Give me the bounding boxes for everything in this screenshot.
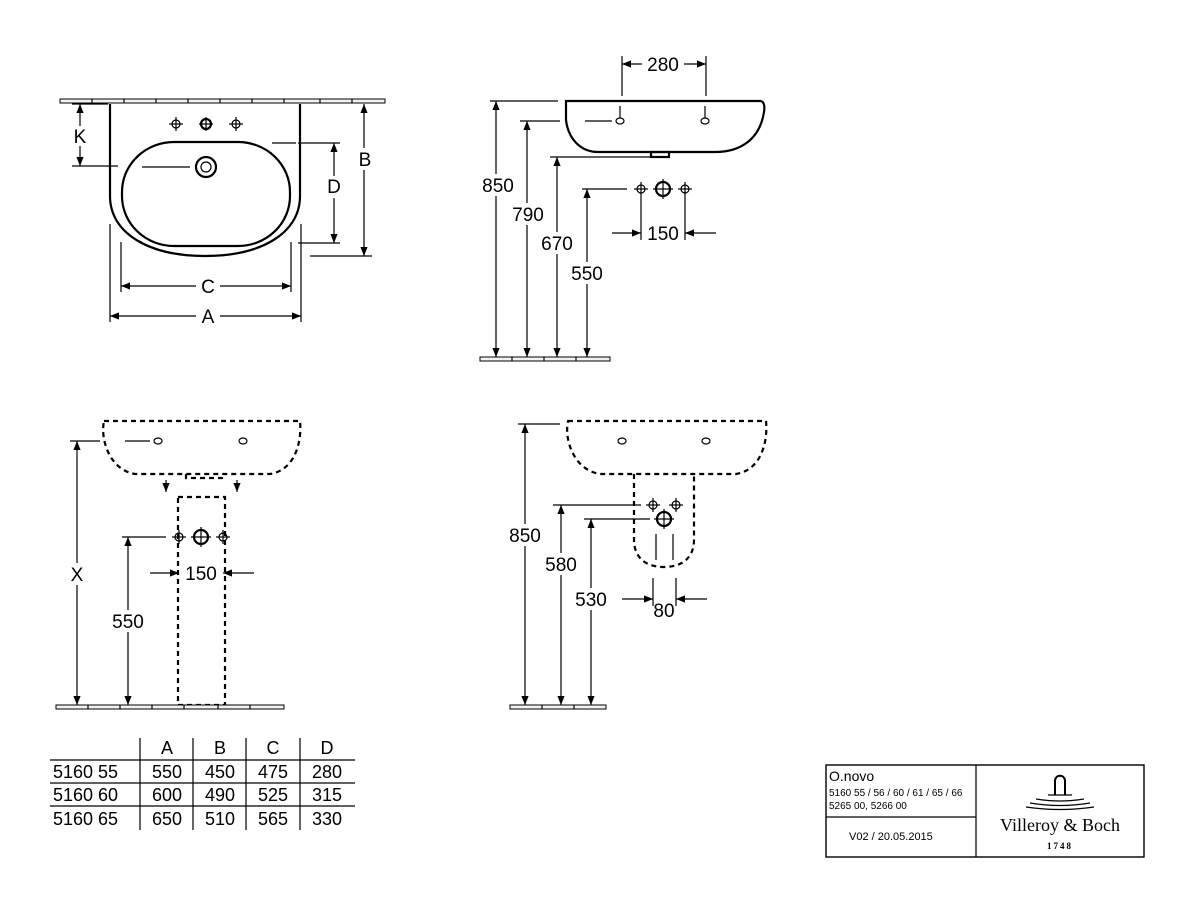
table-cell: 525	[258, 785, 288, 805]
dim-150-label: 150	[647, 224, 679, 245]
overflow-icon	[194, 155, 218, 179]
basin-side-outline	[564, 99, 766, 154]
dim-80-label: 80	[653, 601, 674, 622]
table-cell: 280	[312, 762, 342, 782]
fixing-hole-icon	[153, 437, 163, 445]
pipe-connection-icon	[678, 182, 692, 196]
pipe-connection-icon	[653, 179, 673, 199]
dim-b-label: B	[359, 150, 372, 171]
pipe-connection-icon	[654, 509, 674, 529]
basin-bowl	[120, 140, 292, 248]
pipe-connection-icon	[669, 498, 683, 512]
version-date: V02 / 20.05.2015	[849, 831, 933, 843]
dim-790-label: 790	[512, 205, 544, 226]
dim-280-label: 280	[647, 55, 679, 76]
table-cell: 565	[258, 809, 288, 829]
semi-pedestal-dashed-outline	[632, 474, 696, 569]
floor-line	[509, 704, 607, 710]
tap-hole-icon	[199, 117, 213, 131]
product-codes-line2: 5265 00, 5266 00	[829, 801, 907, 812]
table-cell: 5160 65	[53, 809, 118, 829]
title-block: O.novo 5160 55 / 56 / 60 / 61 / 65 / 66 …	[825, 764, 1145, 858]
table-cell: 315	[312, 785, 342, 805]
fixing-hole-icon	[700, 106, 710, 125]
brand-name: Villeroy & Boch	[1000, 815, 1120, 835]
fixing-hole-icon	[615, 106, 625, 125]
table-cell: 475	[258, 762, 288, 782]
basin-outline	[108, 104, 302, 258]
table-header-c: C	[267, 738, 280, 758]
table-cell: 5160 60	[53, 785, 118, 805]
semi-pedestal-view: 850 580 530 80	[506, 419, 768, 710]
table-header-a: A	[161, 738, 173, 758]
dim-550-label: 550	[571, 264, 603, 285]
wall-line	[59, 98, 386, 104]
table-cell: 600	[152, 785, 182, 805]
table-cell: 550	[152, 762, 182, 782]
pipe-connection-icon	[216, 530, 230, 544]
dim-670-label: 670	[541, 234, 573, 255]
floor-line	[479, 356, 611, 362]
dim-x-label: X	[71, 565, 84, 586]
table-cell: 650	[152, 809, 182, 829]
dim-a-label: A	[202, 307, 215, 328]
dim-850-label: 850	[509, 526, 541, 547]
faucet-logo-icon	[1025, 774, 1095, 811]
table-cell: 450	[205, 762, 235, 782]
table-cell: 5160 55	[53, 762, 118, 782]
table-header-b: B	[214, 738, 226, 758]
dim-k-label: K	[74, 127, 87, 148]
dim-530-label: 530	[575, 590, 607, 611]
fixing-hole-icon	[238, 437, 248, 445]
pipe-connection-icon	[634, 182, 648, 196]
dim-150-label: 150	[185, 564, 217, 585]
tap-hole-option-icon	[229, 117, 243, 131]
pedestal-view: 150 X 550	[55, 419, 302, 710]
side-view: 280 150 850 790 670 550	[478, 53, 766, 362]
brand-year: 1748	[1047, 841, 1073, 851]
dim-580-label: 580	[545, 555, 577, 576]
dim-d-label: D	[327, 177, 341, 198]
dim-850-label: 850	[482, 176, 514, 197]
pipe-connection-icon	[191, 527, 211, 547]
basin-dashed-outline	[102, 419, 302, 476]
floor-line	[55, 704, 285, 710]
front-view: K B D C A	[59, 98, 386, 328]
dimension-table: A B C D 5160 55 550 450 475 280 5160 60 …	[50, 738, 355, 830]
fixing-hole-icon	[617, 437, 627, 445]
table-cell: 490	[205, 785, 235, 805]
dim-550-label: 550	[112, 612, 144, 633]
tap-hole-option-icon	[169, 117, 183, 131]
basin-dashed-outline	[566, 419, 768, 476]
product-name: O.novo	[829, 768, 874, 784]
table-cell: 330	[312, 809, 342, 829]
table-header-d: D	[321, 738, 334, 758]
dim-c-label: C	[201, 277, 215, 298]
product-codes-line1: 5160 55 / 56 / 60 / 61 / 65 / 66	[829, 788, 963, 799]
table-cell: 510	[205, 809, 235, 829]
pipe-connection-icon	[172, 530, 186, 544]
fixing-hole-icon	[701, 437, 711, 445]
pipe-connection-icon	[646, 498, 660, 512]
